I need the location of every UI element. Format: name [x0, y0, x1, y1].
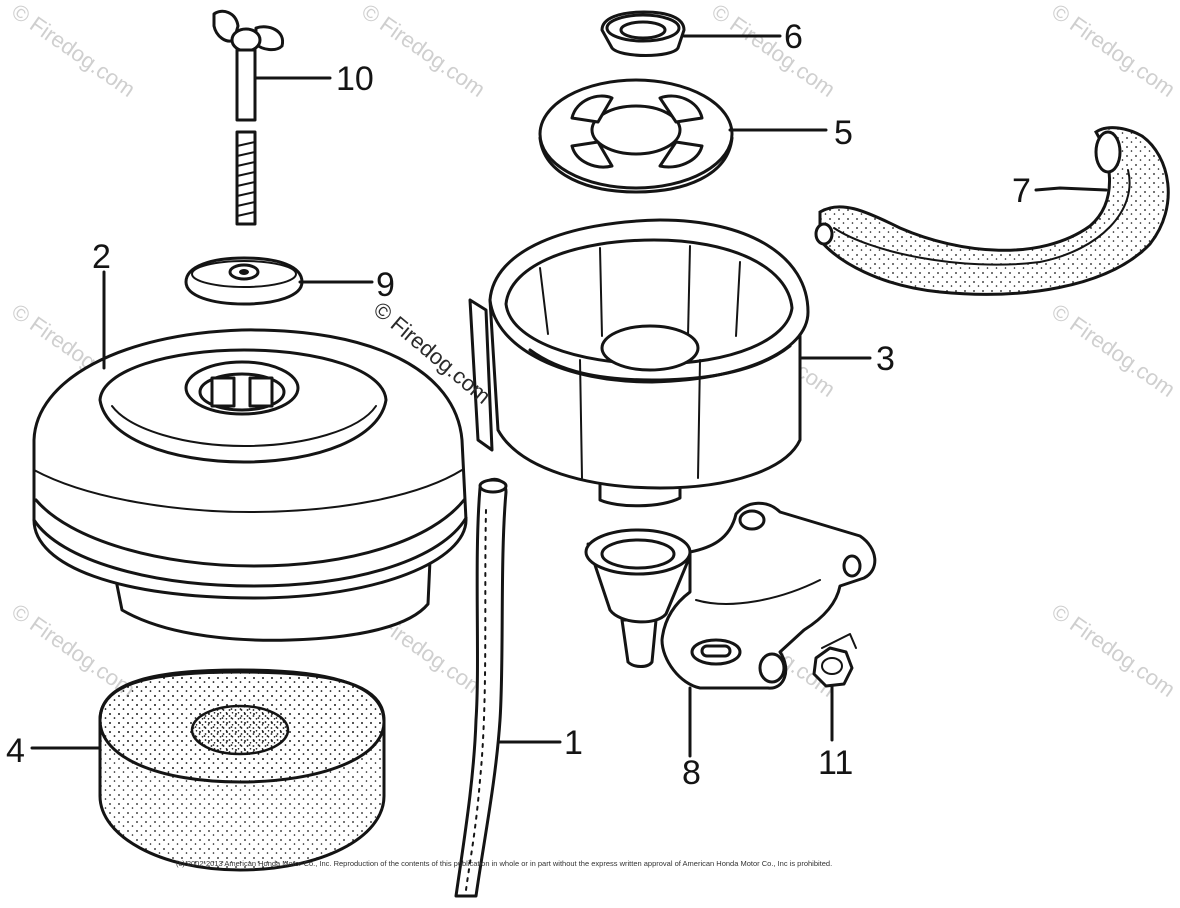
callout-8: 8: [682, 754, 701, 792]
callout-4: 4: [6, 732, 25, 770]
part-air-cleaner-cover: [32, 328, 468, 642]
callout-labels: 1 2 3 4 5 6 7 8 9 10 11: [6, 18, 1031, 792]
watermark-tile: © Firedog.com: [1047, 0, 1180, 102]
callout-5: 5: [834, 114, 853, 152]
watermark-tile: © Firedog.com: [7, 599, 140, 702]
callout-10: 10: [336, 60, 374, 98]
part-air-cleaner-case: [468, 218, 810, 508]
leader-lines: [30, 34, 1108, 758]
callout-2: 2: [92, 238, 111, 276]
watermark-tile: © Firedog.com: [707, 0, 840, 102]
part-grommet: [600, 10, 686, 57]
callout-3: 3: [876, 340, 895, 378]
callout-7: 7: [1012, 172, 1031, 210]
watermark-tile: © Firedog.com: [7, 0, 140, 102]
part-wing-bolt: [212, 9, 285, 226]
callout-11: 11: [818, 744, 853, 782]
part-foam-element: [98, 668, 386, 872]
part-strap: [814, 126, 1170, 296]
watermark-tile: © Firedog.com: [357, 0, 490, 102]
part-elbow: [584, 501, 877, 690]
part-washer: [184, 256, 304, 306]
part-bolt: [812, 633, 857, 688]
callout-9: 9: [376, 266, 395, 304]
watermark-tile: © Firedog.com: [1047, 599, 1180, 702]
part-tube: [454, 477, 508, 898]
watermark-tile: © Firedog.com: [1047, 299, 1180, 402]
callout-6: 6: [784, 18, 803, 56]
part-grid-plate: [538, 78, 734, 194]
callout-1: 1: [564, 724, 583, 762]
copyright-notice: (c) 2002-2013 American Honda Motor Co., …: [176, 859, 832, 868]
